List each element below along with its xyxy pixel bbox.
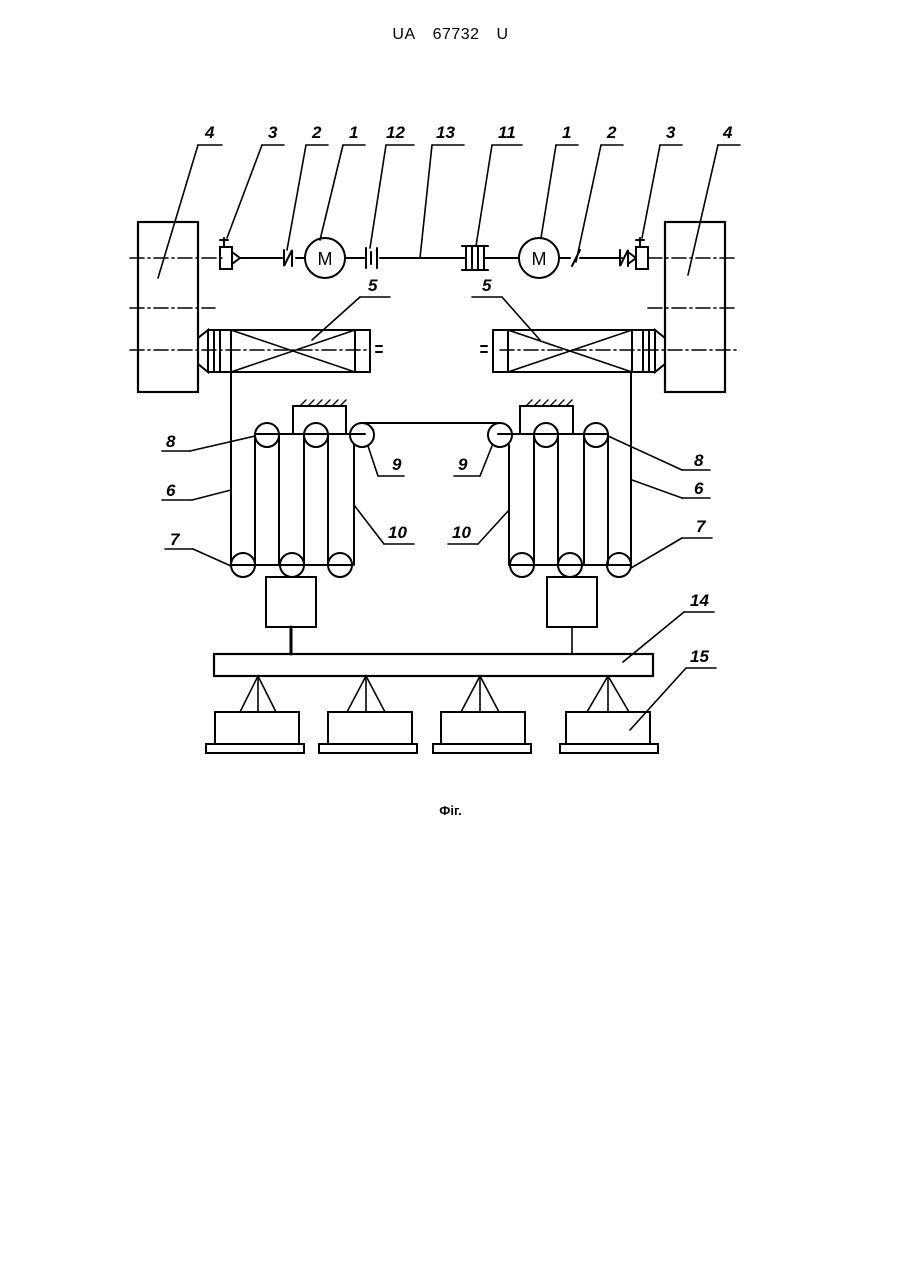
rope-system-right bbox=[488, 372, 631, 654]
leader-lines bbox=[158, 145, 740, 730]
label-7-right: 7 bbox=[696, 517, 707, 536]
label-1-left: 1 bbox=[349, 123, 358, 142]
label-13: 13 bbox=[436, 123, 455, 142]
motor-left-symbol: M bbox=[318, 249, 333, 269]
label-5-right: 5 bbox=[482, 276, 492, 295]
label-3-right: 3 bbox=[666, 123, 676, 142]
label-9-right: 9 bbox=[458, 455, 468, 474]
label-3-left: 3 bbox=[268, 123, 278, 142]
label-6-left: 6 bbox=[166, 481, 176, 500]
brake-right bbox=[636, 247, 648, 269]
label-8-left: 8 bbox=[166, 432, 176, 451]
label-5-left: 5 bbox=[368, 276, 378, 295]
gear-right bbox=[481, 330, 665, 372]
label-11: 11 bbox=[498, 123, 516, 142]
motor-right-symbol: M bbox=[532, 249, 547, 269]
label-8-right: 8 bbox=[694, 451, 704, 470]
drive-train bbox=[220, 238, 648, 278]
label-10-right: 10 bbox=[452, 523, 471, 542]
label-6-right: 6 bbox=[694, 479, 704, 498]
label-4-left: 4 bbox=[204, 123, 215, 142]
label-10-left: 10 bbox=[388, 523, 407, 542]
loads bbox=[206, 676, 658, 753]
beam bbox=[214, 654, 653, 676]
label-14: 14 bbox=[690, 591, 709, 610]
label-9-left: 9 bbox=[392, 455, 402, 474]
label-1-right: 1 bbox=[562, 123, 571, 142]
label-2-left: 2 bbox=[311, 123, 322, 142]
label-7-left: 7 bbox=[170, 530, 181, 549]
axis-lines bbox=[130, 258, 738, 350]
rope-system-left bbox=[231, 372, 374, 654]
label-4-right: 4 bbox=[722, 123, 733, 142]
gear-left bbox=[198, 330, 382, 372]
label-15: 15 bbox=[690, 647, 709, 666]
label-12: 12 bbox=[386, 123, 405, 142]
label-2-right: 2 bbox=[606, 123, 617, 142]
figure-caption: Фіг. bbox=[0, 803, 901, 818]
